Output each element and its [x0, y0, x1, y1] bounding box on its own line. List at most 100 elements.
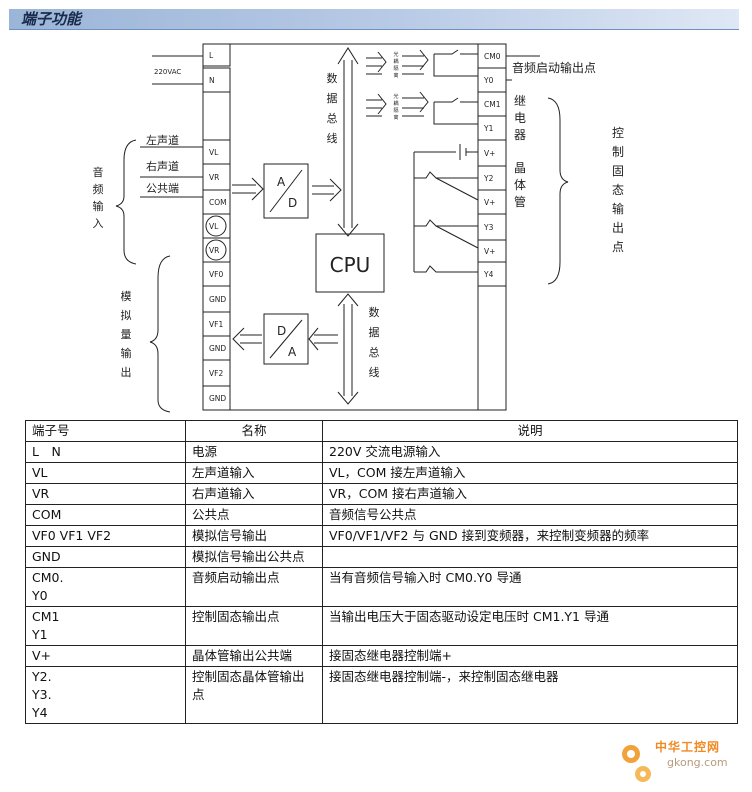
vertical-label-glyph: 离: [393, 72, 398, 79]
data-bus-top-arrow: [337, 47, 359, 237]
vertical-label-glyph: 光: [393, 93, 398, 100]
cell-description: 音频信号公共点: [322, 504, 738, 526]
left-terminal-label: GND: [209, 295, 226, 304]
arrow-bus-to-da: [308, 327, 338, 351]
cell-terminal: COM: [25, 504, 186, 526]
audio-left-label: 左声道: [146, 133, 179, 147]
left-terminal-label: GND: [209, 344, 226, 353]
right-terminal-label: CM0: [484, 52, 501, 61]
cell-description: VR，COM 接右声道输入: [322, 483, 738, 505]
vertical-label-glyph: 体: [514, 178, 526, 192]
table-row: V+晶体管输出公共端接固态继电器控制端+: [25, 645, 738, 667]
vertical-label-glyph: 隔: [393, 107, 398, 114]
vertical-label-glyph: 数: [327, 72, 338, 85]
left-terminal-label: VL: [209, 148, 219, 157]
cell-name: 模拟信号输出: [185, 525, 323, 547]
right-terminal-label: V+: [484, 198, 495, 207]
cell-name: 电源: [185, 441, 323, 463]
audio-common-label: 公共端: [146, 182, 179, 195]
header-name: 名称: [185, 420, 323, 442]
vertical-label-glyph: 点: [612, 240, 624, 254]
transistor-label: 晶体管: [514, 161, 526, 209]
cell-description: 接固态继电器控制端+: [322, 645, 738, 667]
cell-name: 公共点: [185, 504, 323, 526]
vertical-label-glyph: 晶: [514, 161, 526, 175]
left-terminal-label: COM: [209, 198, 227, 207]
optocoupler-2: [366, 91, 429, 117]
right-terminal-label: Y3: [483, 223, 494, 232]
control-output-brace: [547, 97, 569, 285]
vertical-label-glyph: 线: [327, 131, 338, 145]
left-terminal-label: VF1: [209, 320, 223, 329]
ad-label-bottom: D: [288, 196, 297, 210]
left-terminal-label: VF2: [209, 369, 223, 378]
cell-terminal: VR: [25, 483, 186, 505]
cell-description: VF0/VF1/VF2 与 GND 接到变频器，来控制变频器的频率: [322, 525, 738, 547]
header-description: 说明: [322, 420, 738, 442]
cell-description: VL，COM 接左声道输入: [322, 462, 738, 484]
module-outline: [202, 43, 507, 411]
left-terminal-label: VR: [209, 173, 219, 182]
cell-terminal: CM0. Y0: [25, 567, 186, 607]
vertical-label-glyph: 管: [514, 194, 526, 209]
analog-brace: [149, 255, 171, 413]
vertical-label-glyph: 总: [327, 111, 338, 125]
cell-terminal: V+: [25, 645, 186, 667]
relay-contact-1: [433, 49, 478, 77]
arrow-da-to-terminals: [232, 327, 262, 351]
table-header-row: 端子号 名称 说明: [25, 420, 738, 442]
vertical-label-glyph: 模: [121, 290, 132, 303]
cell-description: 220V 交流电源输入: [322, 441, 738, 463]
right-terminal-label: Y0: [483, 76, 494, 85]
vertical-label-glyph: 线: [369, 365, 380, 379]
vertical-label-glyph: 光: [393, 51, 398, 58]
right-terminal-label: Y1: [483, 124, 494, 133]
left-terminal-label: GND: [209, 394, 226, 403]
section-title: 端子功能: [21, 10, 82, 28]
arrow-to-ad: [232, 177, 264, 201]
left-terminal-label: VF0: [209, 270, 223, 279]
cell-name: 控制固态晶体管输出点: [185, 666, 323, 724]
vertical-label-glyph: 据: [369, 325, 380, 339]
da-converter-box: [263, 313, 309, 365]
audio-right-label: 右声道: [146, 159, 179, 173]
vertical-label-glyph: 据: [327, 91, 338, 105]
control-output-group-label: 控制固态输出点: [612, 126, 624, 254]
cell-description: 当输出电压大于固态驱动设定电压时 CM1.Y1 导通: [322, 606, 738, 646]
vertical-label-glyph: 输: [121, 346, 132, 360]
vertical-label-glyph: 隔: [393, 65, 398, 72]
vertical-label-glyph: 耦: [393, 101, 398, 107]
vertical-label-glyph: 器: [514, 128, 526, 142]
vertical-label-glyph: 频: [93, 182, 104, 196]
data-bus-bottom-arrow: [337, 293, 359, 405]
vertical-label-glyph: 入: [93, 217, 104, 230]
audio-brace: [115, 139, 137, 265]
vertical-label-glyph: 输: [612, 201, 624, 216]
vertical-label-glyph: 音: [93, 165, 104, 179]
right-terminal-label: Y4: [483, 270, 494, 279]
watermark-logo: 中华工控网 gkong.com: [615, 736, 745, 788]
vertical-label-glyph: 固: [612, 164, 624, 178]
cell-name: 音频启动输出点: [185, 567, 323, 607]
right-terminal-label: V+: [484, 247, 495, 256]
vertical-label-glyph: 离: [393, 114, 398, 121]
cell-name: 晶体管输出公共端: [185, 645, 323, 667]
cell-name: 控制固态输出点: [185, 606, 323, 646]
watermark-domain: gkong.com: [667, 756, 728, 769]
vertical-label-glyph: 拟: [121, 308, 132, 322]
vertical-label-glyph: 量: [121, 328, 132, 341]
vertical-label-glyph: 继: [514, 94, 526, 108]
right-terminal-label: Y2: [483, 174, 494, 183]
cell-description: [322, 546, 738, 568]
right-terminal-label: V+: [484, 149, 495, 158]
da-label-top: D: [277, 324, 286, 338]
optocoupler-1: [366, 49, 429, 75]
